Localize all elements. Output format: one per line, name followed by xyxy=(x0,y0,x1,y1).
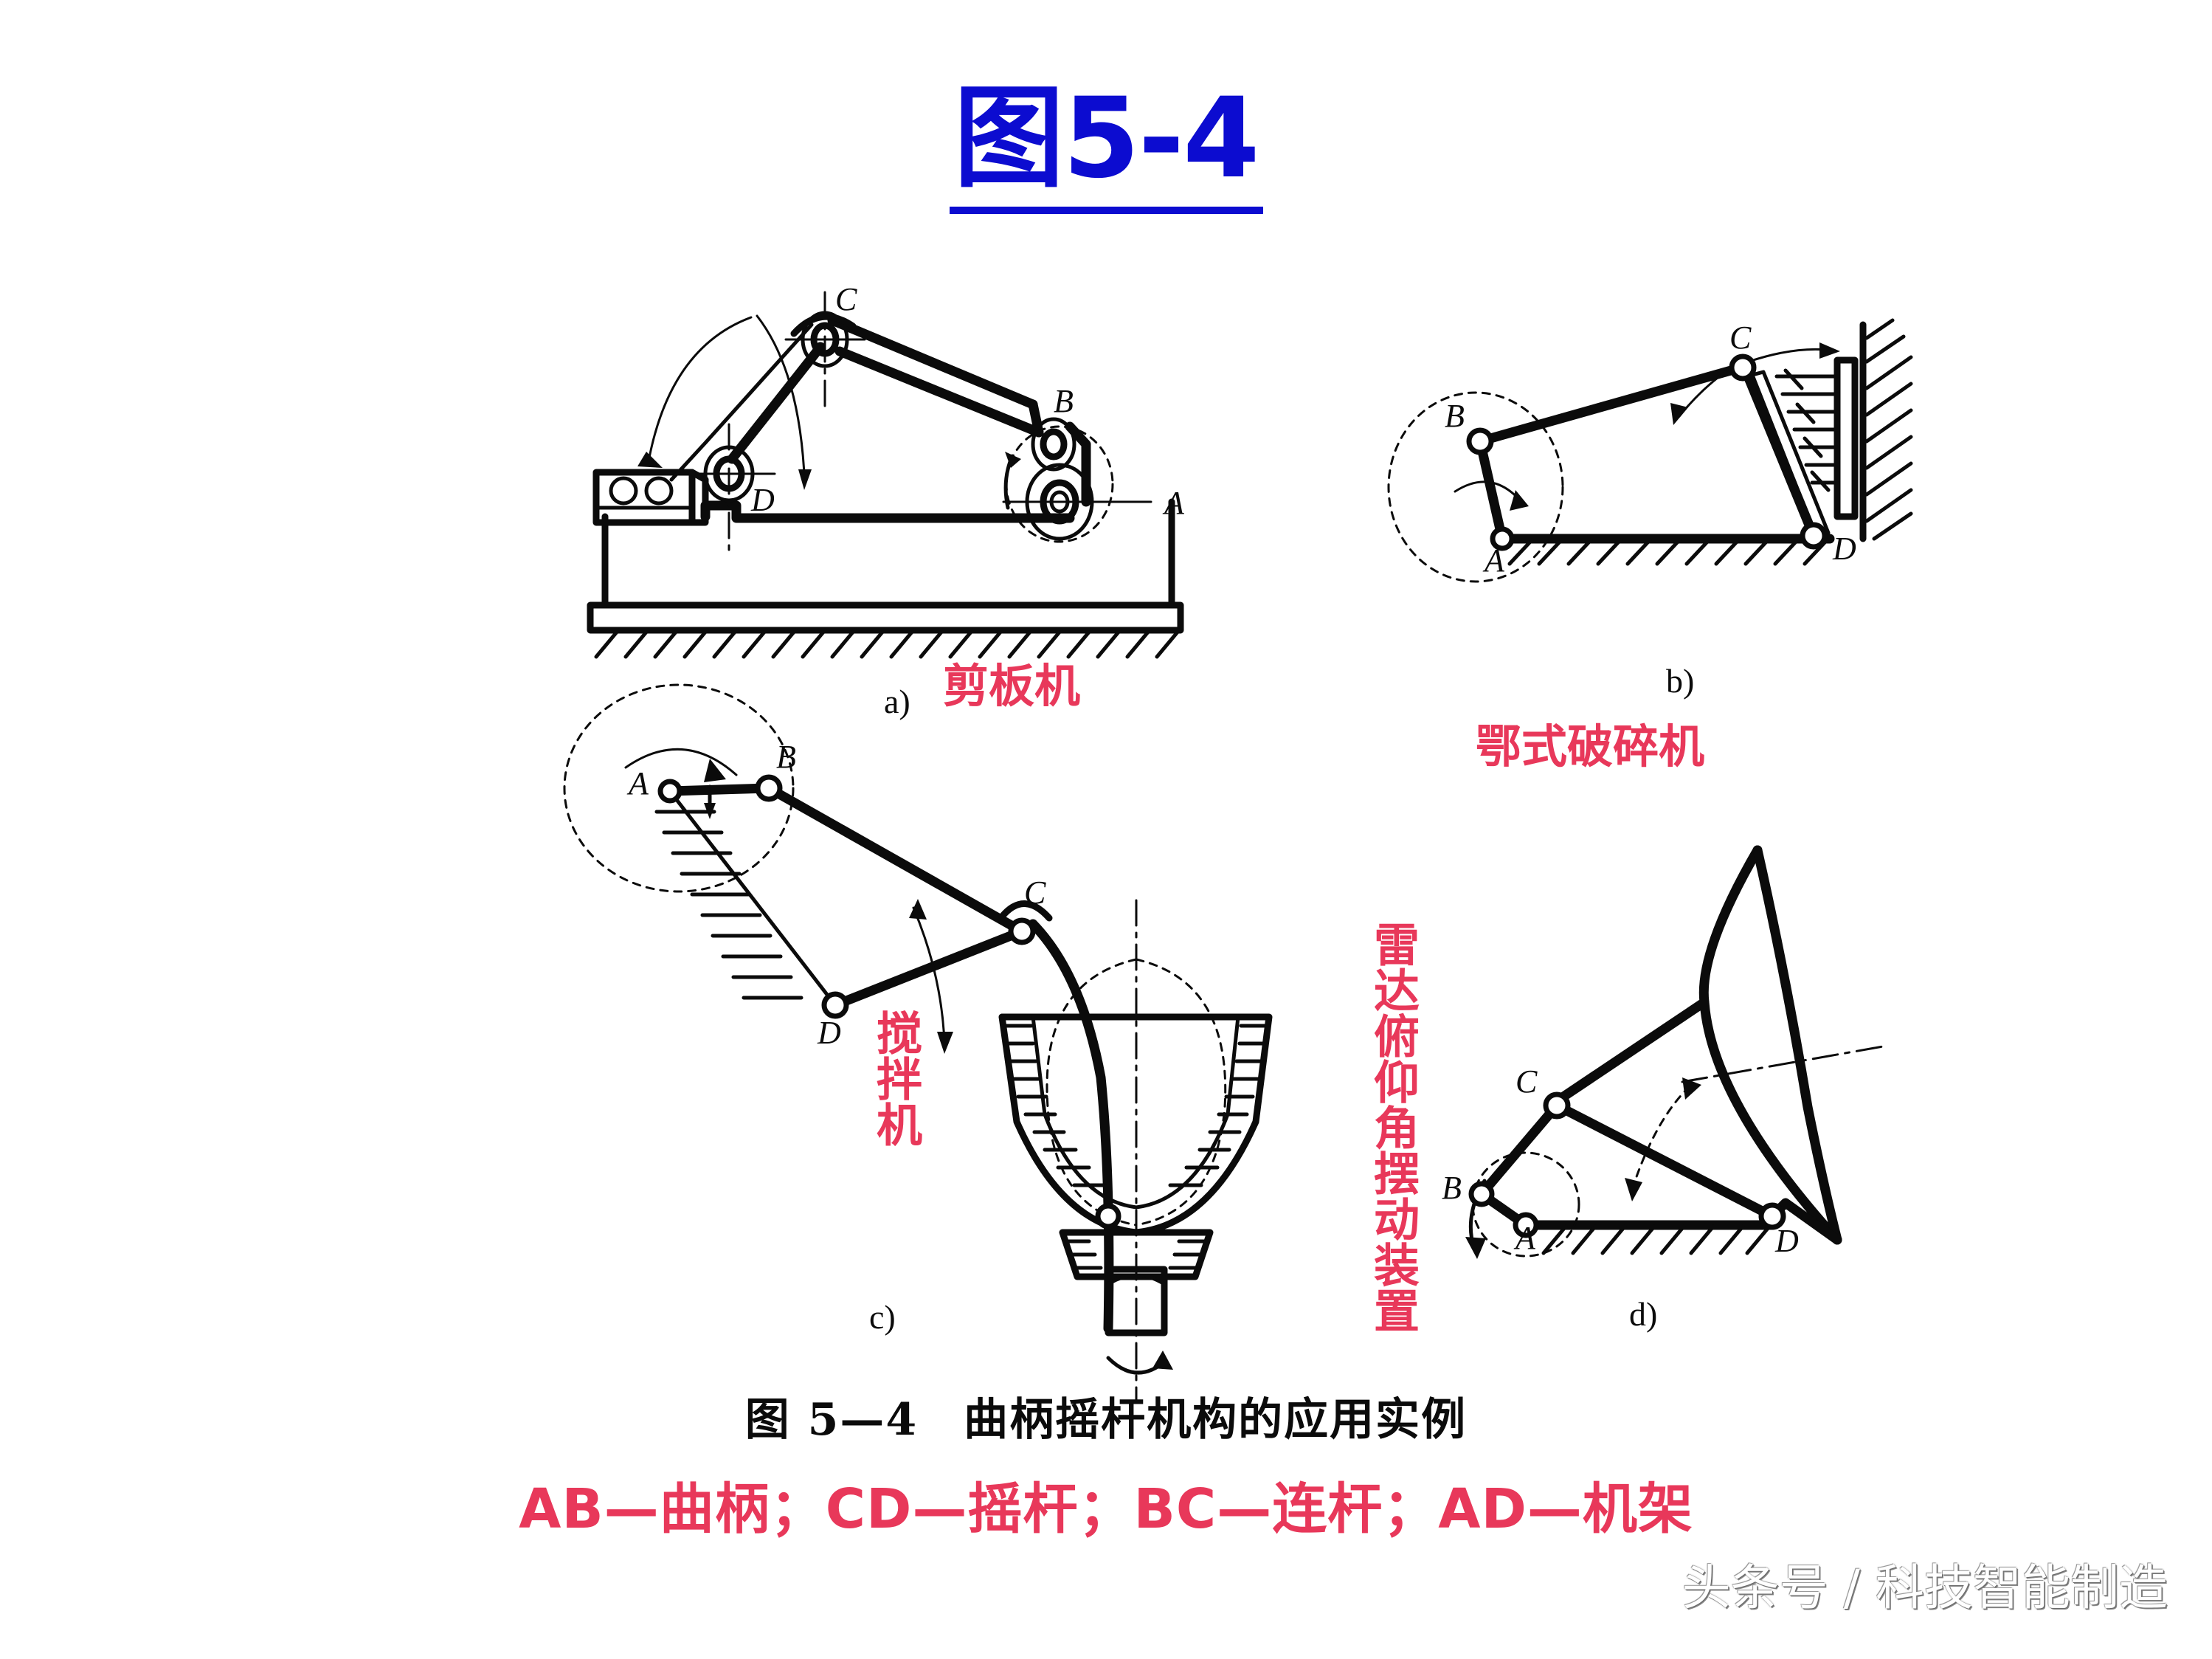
figure-d-name: 雷达俯仰角摆动装置 xyxy=(1366,921,1420,1333)
figure-b-joint-label-a: A xyxy=(1485,542,1504,579)
figure-b-joint-label-b: B xyxy=(1445,398,1465,434)
figure-c-joint-label-a: A xyxy=(629,765,649,801)
figure-c-joint-label-c: C xyxy=(1024,875,1046,911)
figure-d-joint-label-a: A xyxy=(1515,1220,1535,1256)
figure-b-joint-label-c: C xyxy=(1729,320,1752,356)
figure-b-joint-label-d: D xyxy=(1833,531,1856,567)
figure-c-name: 搅拌机 xyxy=(868,1010,922,1147)
figure-b-jaw-crusher: C B A D xyxy=(1321,317,1955,731)
figure-a-name: 剪板机 xyxy=(943,659,1081,713)
linkage-legend: AB—曲柄；CD—摇杆；BC—连杆；AD—机架 xyxy=(519,1477,1693,1541)
figure-d-joint-label-d: D xyxy=(1775,1223,1799,1259)
page-title-text: 图5-4 xyxy=(949,80,1263,214)
figure-c-sub-label: c) xyxy=(869,1298,896,1336)
figure-b-name: 鄂式破碎机 xyxy=(1476,720,1705,773)
figure-a-joint-label-c: C xyxy=(835,281,857,317)
figure-c-joint-label-b: B xyxy=(776,739,796,775)
watermark: 头条号 / 科技智能制造 xyxy=(1682,1559,2168,1616)
figure-d-sub-label: d) xyxy=(1629,1295,1658,1333)
figure-c-mixer: A B C D xyxy=(546,664,1284,1417)
figure-a-sub-label: a) xyxy=(884,683,910,720)
figure-d-joint-label-c: C xyxy=(1515,1063,1538,1100)
figure-caption: 图 5—4 曲柄摇杆机构的应用实例 xyxy=(744,1394,1468,1446)
figure-a-shearing-machine: C B A D xyxy=(561,258,1247,701)
figure-b-sub-label: b) xyxy=(1666,662,1695,700)
figure-c-joint-label-d: D xyxy=(818,1015,841,1051)
figure-d-joint-label-b: B xyxy=(1442,1170,1462,1206)
page-title: 图5-4 xyxy=(0,80,2212,214)
figure-a-joint-label-d: D xyxy=(751,482,775,518)
figure-d-radar-elevation-device: C B A D xyxy=(1439,812,2000,1373)
figure-a-joint-label-a: A xyxy=(1164,485,1184,521)
figure-a-joint-label-b: B xyxy=(1054,383,1074,419)
